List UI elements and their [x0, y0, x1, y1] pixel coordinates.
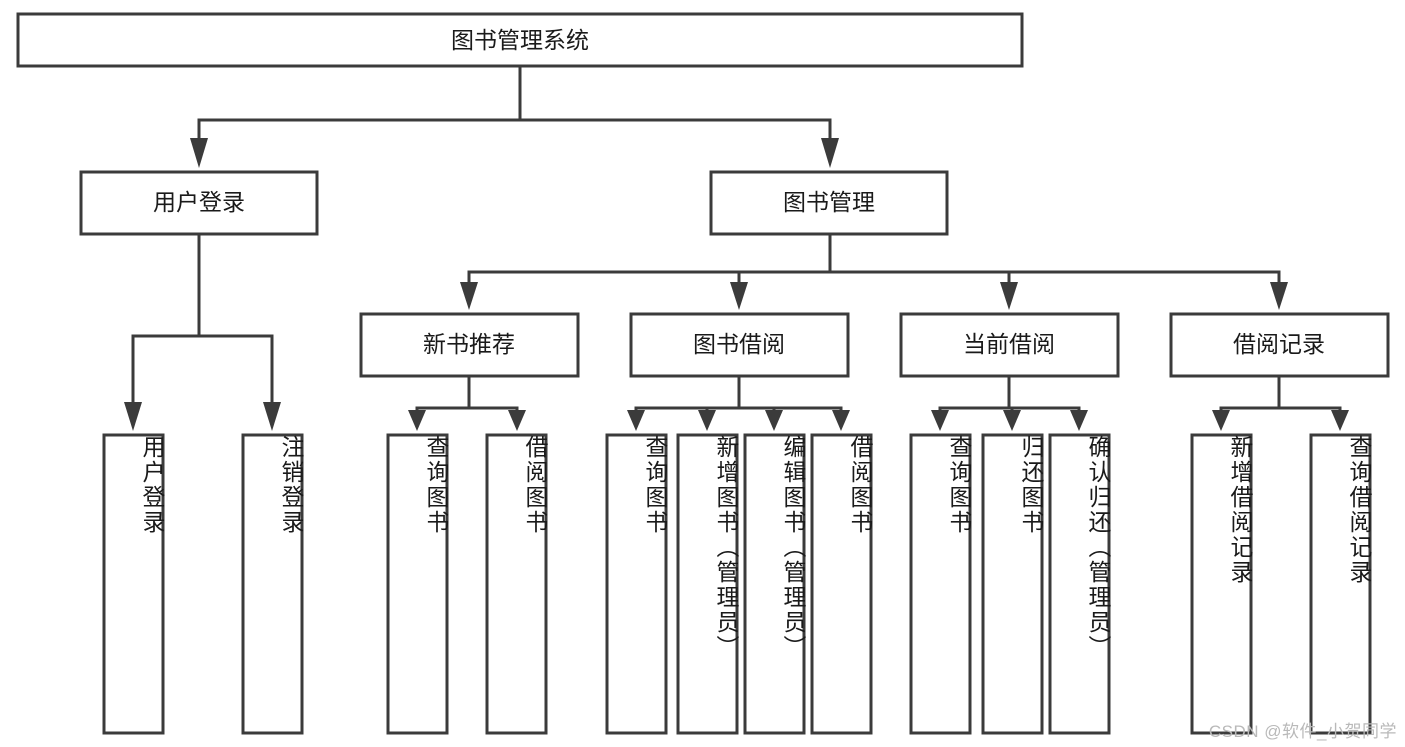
arrow-head-leaf-query-book-cur: [931, 410, 949, 431]
arrow-head-leaf-confirm-return: [1070, 410, 1088, 431]
arrow-head-leaf-user-login: [124, 402, 142, 431]
arrow-head-book-manage: [821, 138, 839, 168]
node-label-book-manage: 图书管理: [783, 189, 875, 215]
arrow-head-leaf-return-book: [1003, 410, 1021, 431]
connector-group-user-login-to-leaves: [124, 232, 281, 431]
node-box-leaf-logout[interactable]: [241, 433, 304, 735]
node-box-leaf-add-book[interactable]: [676, 433, 739, 735]
node-box-leaf-query-book-borrow[interactable]: [605, 433, 668, 735]
arrow-head-leaf-borrow-book: [832, 410, 850, 431]
node-box-leaf-return-book[interactable]: [981, 433, 1044, 735]
arrow-head-leaf-query-record: [1331, 410, 1349, 431]
connector-group-borrow-record-to-leaves: [1212, 374, 1349, 431]
arrow-head-book-borrow: [730, 282, 748, 310]
arrow-head-new-book-rec: [460, 282, 478, 310]
connector-group-book-borrow-to-leaves: [627, 374, 850, 431]
node-box-leaf-borrow-book-rec[interactable]: [485, 433, 548, 735]
node-label-root: 图书管理系统: [451, 27, 589, 53]
node-label-current-borrow: 当前借阅: [963, 331, 1055, 357]
node-box-leaf-query-record[interactable]: [1309, 433, 1372, 735]
arrow-head-leaf-borrow-book-rec: [508, 410, 526, 431]
node-box-leaf-user-login[interactable]: [102, 433, 165, 735]
arrow-head-user-login: [190, 138, 208, 168]
node-label-new-book-rec: 新书推荐: [423, 331, 515, 357]
node-box-leaf-borrow-book[interactable]: [810, 433, 873, 735]
node-box-new-book-rec[interactable]: [359, 312, 580, 378]
node-box-user-login[interactable]: [79, 170, 319, 236]
node-box-root[interactable]: [16, 12, 1024, 68]
arrow-head-leaf-add-book: [698, 410, 716, 431]
node-box-leaf-add-record[interactable]: [1190, 433, 1253, 735]
node-label-borrow-record: 借阅记录: [1233, 331, 1325, 357]
node-box-borrow-record[interactable]: [1169, 312, 1390, 378]
node-box-leaf-confirm-return[interactable]: [1048, 433, 1111, 735]
connector-group-new-book-rec-to-leaves: [408, 374, 526, 431]
connector-group-book-manage-to-level3: [460, 232, 1288, 310]
arrow-head-leaf-logout: [263, 402, 281, 431]
arrow-head-leaf-edit-book: [765, 410, 783, 431]
arrow-head-leaf-add-record: [1212, 410, 1230, 431]
node-label-user-login: 用户登录: [153, 189, 245, 215]
node-box-book-borrow[interactable]: [629, 312, 850, 378]
csdn-watermark: CSDN @软件_小贺同学: [1208, 722, 1397, 741]
arrow-head-current-borrow: [1000, 282, 1018, 310]
node-box-current-borrow[interactable]: [899, 312, 1120, 378]
arrow-head-leaf-query-book-borrow: [627, 410, 645, 431]
node-box-leaf-query-book-cur[interactable]: [909, 433, 972, 735]
connector-group-root-to-level2: [190, 64, 839, 168]
arrow-head-borrow-record: [1270, 282, 1288, 310]
node-box-leaf-edit-book[interactable]: [743, 433, 806, 735]
node-box-leaf-query-book-rec[interactable]: [386, 433, 449, 735]
arrow-head-leaf-query-book-rec: [408, 410, 426, 431]
node-label-book-borrow: 图书借阅: [693, 331, 785, 357]
connector-group-current-borrow-to-leaves: [931, 374, 1088, 431]
node-box-book-manage[interactable]: [709, 170, 949, 236]
